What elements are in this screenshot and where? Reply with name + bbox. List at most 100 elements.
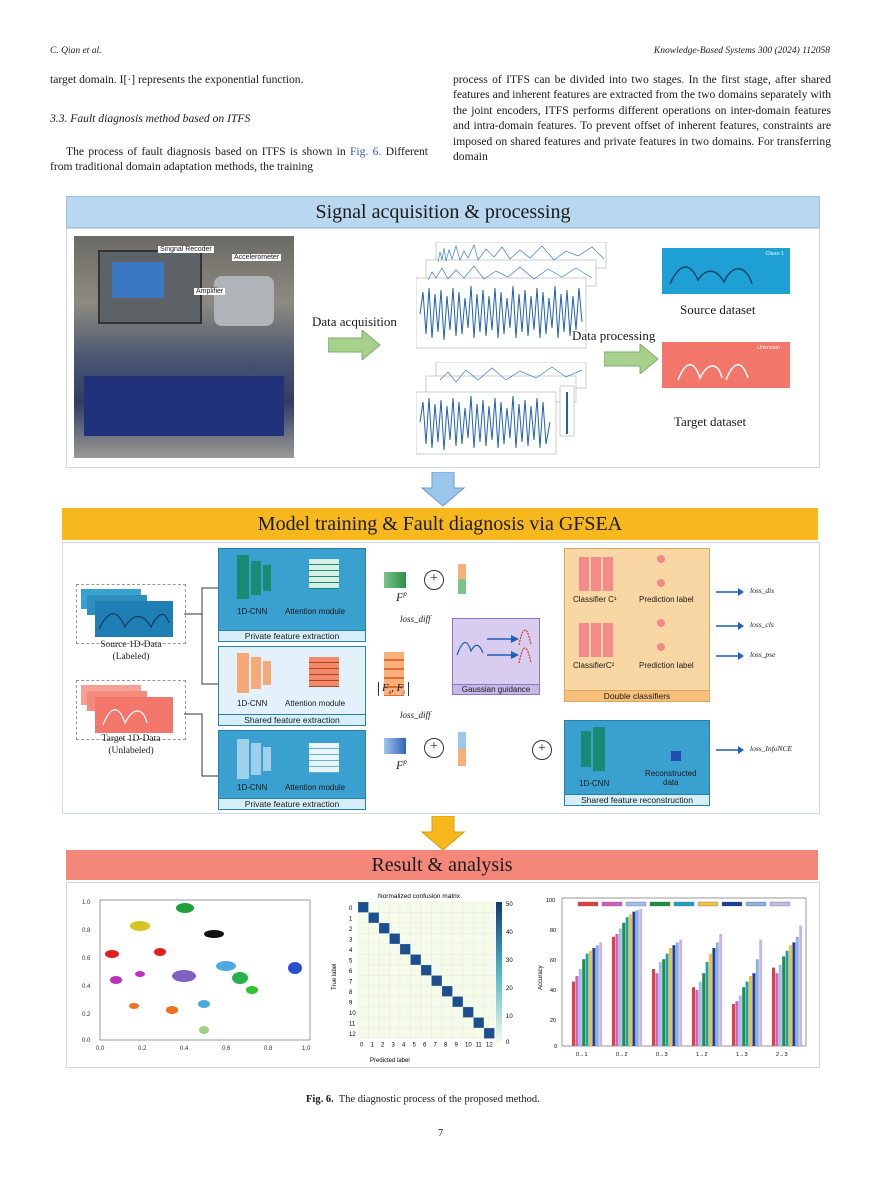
left-column-paragraph: The process of fault diagnosis based on … [50,144,428,175]
accuracy-bar [785,950,789,1046]
cm-cell [357,1017,369,1029]
accuracy-bar [592,948,596,1046]
cm-cell [399,922,411,934]
svg-text:0→2: 0→2 [616,1052,628,1058]
cm-cell [473,975,485,987]
label-attention-1: Attention module [285,607,346,616]
cm-cell [431,964,443,976]
cm-col-tick: 6 [423,1043,427,1049]
cm-cell [420,996,432,1008]
accuracy-bar [772,967,775,1046]
label-cnn-3: 1D-CNN [237,783,268,792]
para-text-b: Different from traditional domain adapta… [50,145,428,174]
cm-cell [389,922,401,934]
cm-cell [389,996,401,1008]
cm-cell [462,954,474,966]
cm-cell [368,1006,380,1018]
cm-row-tick: 10 [349,1011,356,1017]
cm-cell [389,964,401,976]
cm-cell [452,922,464,934]
cm-cell [483,985,495,997]
cm-cell [420,964,432,976]
cm-cell [473,1017,485,1029]
cm-cell [399,901,411,913]
cm-row-tick: 6 [349,969,353,975]
cm-cell [389,975,401,987]
cm-cell [389,943,401,955]
cm-cell [357,1027,369,1039]
cm-cell [441,922,453,934]
feature-scatter-plot: 1.0 0.8 0.6 0.4 0.2 0.0 0.0 0.2 0.4 0.6 … [82,899,311,1052]
cm-cell [441,901,453,913]
cm-cell [483,922,495,934]
cm-cell [473,954,485,966]
svg-text:0.2: 0.2 [138,1046,147,1052]
arrow-down-2 [420,816,466,850]
cm-row-tick: 12 [349,1032,356,1038]
target-unknown-label: Unknown [757,345,780,351]
panel-result-analysis [66,882,820,1068]
accuracy-bar [679,939,683,1046]
accuracy-bar [575,976,579,1046]
cm-cell [389,1006,401,1018]
cm-cell [410,985,422,997]
cm-cell [462,964,474,976]
cm-cell [452,1017,464,1029]
legend-swatch [625,901,647,907]
svg-text:80: 80 [550,928,556,934]
accuracy-bar [702,973,706,1046]
cm-cell [378,901,390,913]
cm-cell [378,1027,390,1039]
accuracy-bar [742,987,746,1046]
legend-swatch [601,901,623,907]
svg-text:0.6: 0.6 [222,1046,231,1052]
cm-cell [378,943,390,955]
cm-cell [410,922,422,934]
cm-cell [441,943,453,955]
right-column-paragraph: process of ITFS can be divided into two … [453,73,831,164]
label-shared-extraction: Shared feature extraction [218,714,366,726]
svg-text:1.0: 1.0 [302,1046,311,1052]
cm-cell [378,1017,390,1029]
svg-text:1→2: 1→2 [696,1052,708,1058]
svg-text:20: 20 [506,986,513,992]
cm-cell [431,912,443,924]
cm-cell [410,996,422,1008]
svg-text:0.0: 0.0 [82,1038,91,1044]
confusion-matrix: Normalized confusion matrix 001122334455… [332,893,513,1064]
fused-feature-target [458,732,466,766]
cm-cell [473,901,485,913]
cm-cell [399,996,411,1008]
label-private-extraction-1: Private feature extraction [218,630,366,642]
accuracy-bar [599,942,603,1046]
cm-col-tick: 10 [465,1043,472,1049]
cm-cell [399,1017,411,1029]
target-dataset-card: Unknown [662,342,790,388]
cm-col-tick: 12 [486,1043,493,1049]
cm-cell [399,943,411,955]
accuracy-bar [738,995,742,1046]
cm-cell [483,954,495,966]
cm-row-tick: 2 [349,927,353,933]
accuracy-bar [578,969,582,1046]
cm-cell [399,975,411,987]
cm-cell [431,975,443,987]
svg-text:0.8: 0.8 [82,928,91,934]
cm-cell [452,933,464,945]
cm-cell [431,954,443,966]
cm-cell [389,1017,401,1029]
cm-cell [368,912,380,924]
accuracy-bar [585,953,589,1046]
loss-pse-label: loss_pse [750,650,776,659]
fig6-link[interactable]: Fig. 6. [349,145,382,158]
svg-text:40: 40 [506,930,513,936]
band-result-analysis: Result & analysis [66,850,818,880]
cm-cell [378,985,390,997]
cm-cell [431,901,443,913]
cm-cell [431,922,443,934]
cm-cell [378,954,390,966]
label-data-acquisition: Data acquisition [312,314,397,329]
svg-text:20: 20 [550,1018,556,1024]
label-prediction-2: Prediction label [639,661,694,670]
cm-cell [378,975,390,987]
